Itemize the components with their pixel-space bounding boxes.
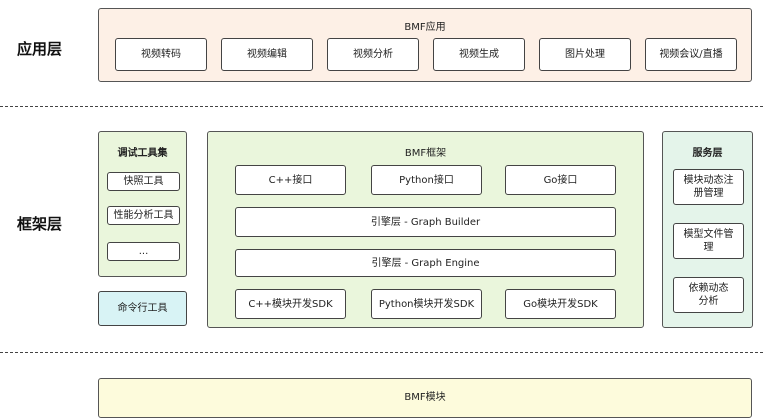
app-item-transcode: 视频转码	[115, 38, 207, 71]
service-item-model-files: 模型文件管理	[673, 223, 744, 259]
debug-item-profiler: 性能分析工具	[107, 206, 180, 225]
layer-divider-bottom	[0, 352, 763, 353]
app-panel-title: BMF应用	[404, 22, 446, 33]
cpp-interface-box: C++接口	[235, 165, 346, 195]
framework-panel: BMF框架 C++接口 Python接口 Go接口 引擎层 - Graph Bu…	[207, 131, 644, 328]
app-item-generation: 视频生成	[433, 38, 525, 71]
module-panel-title: BMF模块	[404, 392, 446, 403]
app-item-editing: 视频编辑	[221, 38, 313, 71]
cli-tool-box: 命令行工具	[98, 291, 187, 326]
layer-label-app: 应用层	[17, 40, 63, 58]
python-interface-box: Python接口	[371, 165, 482, 195]
app-item-conference: 视频会议/直播	[645, 38, 737, 71]
service-item-module-registry: 模块动态注册管理	[673, 169, 744, 205]
layer-divider-top	[0, 106, 763, 107]
graph-engine-box: 引擎层 - Graph Engine	[235, 249, 616, 277]
layer-label-framework: 框架层	[17, 215, 63, 233]
service-panel: 服务层 模块动态注册管理 模型文件管理 依赖动态分析	[662, 131, 753, 328]
app-panel: BMF应用 视频转码 视频编辑 视频分析 视频生成 图片处理 视频会议/直播	[98, 8, 752, 82]
app-item-analysis: 视频分析	[327, 38, 419, 71]
debug-tools-panel: 调试工具集 快照工具 性能分析工具 ...	[98, 131, 187, 277]
service-item-dependency-analysis: 依赖动态分析	[673, 277, 744, 313]
cpp-sdk-box: C++模块开发SDK	[235, 289, 346, 319]
debug-item-more: ...	[107, 242, 180, 261]
module-panel: BMF模块	[98, 378, 752, 418]
service-panel-title: 服务层	[692, 148, 723, 159]
framework-panel-title: BMF框架	[404, 148, 447, 159]
go-sdk-box: Go模块开发SDK	[505, 289, 616, 319]
graph-builder-box: 引擎层 - Graph Builder	[235, 207, 616, 237]
debug-tools-title: 调试工具集	[117, 148, 168, 159]
python-sdk-box: Python模块开发SDK	[371, 289, 482, 319]
app-item-image: 图片处理	[539, 38, 631, 71]
go-interface-box: Go接口	[505, 165, 616, 195]
debug-item-snapshot: 快照工具	[107, 172, 180, 191]
